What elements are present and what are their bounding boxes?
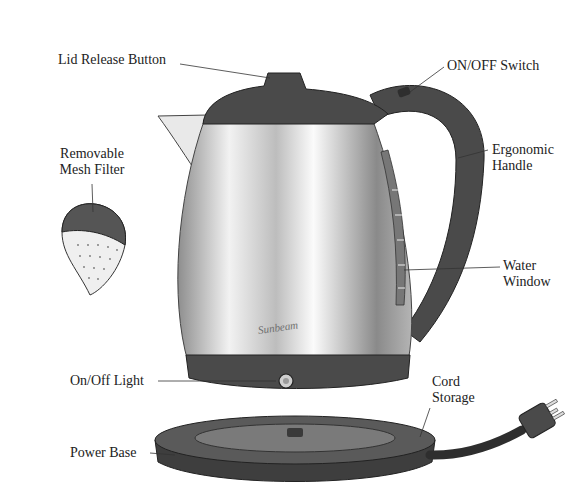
part-label: Removable Mesh Filter [52,146,132,178]
part-label: On/Off Light [70,373,144,389]
part-label: Cord Storage [432,374,488,406]
part-label: Water Window [503,258,565,290]
part-label: ON/OFF Switch [447,58,539,74]
part-label: Power Base [70,445,137,461]
part-label: Lid Release Button [58,52,166,68]
part-label: Ergonomic Handle [492,142,567,174]
